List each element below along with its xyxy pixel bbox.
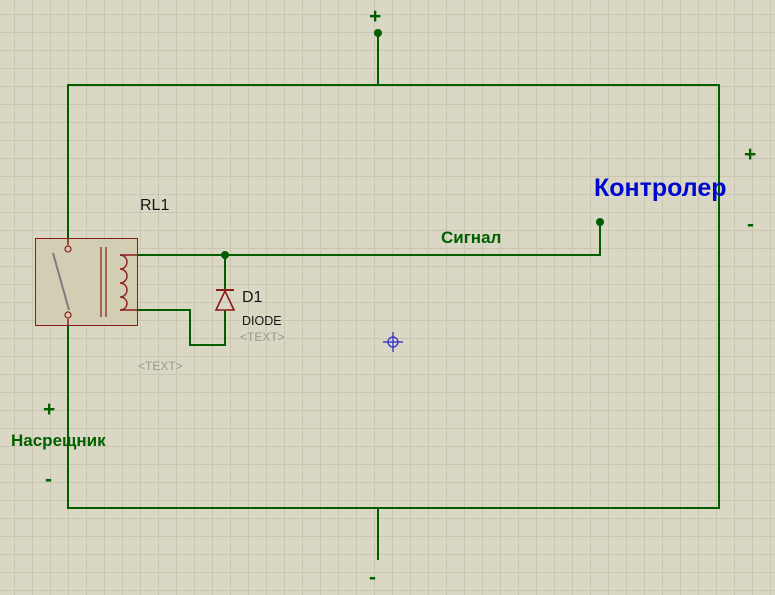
wire-signal-riser[interactable] — [599, 222, 601, 256]
diode-ref-label[interactable]: D1 — [242, 289, 263, 306]
wire-coil-return-v[interactable] — [189, 309, 191, 346]
relay-contact-top — [64, 245, 72, 253]
label-minus-right[interactable]: - — [747, 213, 754, 236]
diode-text-placeholder[interactable]: <TEXT> — [240, 330, 285, 344]
wire-bottom-rail[interactable] — [68, 507, 720, 509]
wire-diode-bottom-h[interactable] — [189, 344, 226, 346]
origin-crosshair-icon — [383, 332, 403, 352]
relay-ref-label[interactable]: RL1 — [140, 197, 170, 214]
diode-component[interactable] — [213, 288, 237, 312]
label-counterpart[interactable]: Насрещник — [11, 431, 106, 450]
wire-left-lower[interactable] — [67, 324, 69, 509]
wire-bottom-power-stub[interactable] — [377, 507, 379, 560]
wire-signal[interactable] — [137, 254, 601, 256]
relay-coil — [119, 254, 128, 311]
wire-right-rail[interactable] — [718, 84, 720, 509]
junction-dot-diode-signal[interactable] — [221, 251, 229, 259]
wire-left-upper[interactable] — [67, 84, 69, 239]
diode-value-label[interactable]: DIODE — [242, 314, 282, 328]
junction-dot-top-terminal[interactable] — [374, 29, 382, 37]
label-plus-left[interactable]: + — [43, 398, 56, 421]
relay-switch-arm — [52, 252, 70, 311]
junction-dot-signal-end[interactable] — [596, 218, 604, 226]
label-plus-right[interactable]: + — [744, 143, 757, 166]
relay-component[interactable] — [35, 238, 138, 326]
diode-triangle — [214, 289, 236, 311]
label-minus-left[interactable]: - — [45, 468, 52, 491]
wire-top-power-stub[interactable] — [377, 33, 379, 85]
relay-text-placeholder[interactable]: <TEXT> — [138, 359, 183, 373]
wire-top-rail[interactable] — [68, 84, 720, 86]
label-controller[interactable]: Контролер — [594, 174, 727, 202]
wire-diode-cathode-lead[interactable] — [224, 254, 226, 290]
wire-coil-return-h[interactable] — [137, 309, 191, 311]
label-signal[interactable]: Сигнал — [441, 228, 502, 247]
label-plus-top[interactable]: + — [369, 5, 382, 28]
label-minus-bottom[interactable]: - — [369, 566, 376, 589]
wire-diode-anode-lead[interactable] — [224, 310, 226, 346]
relay-contact-bottom — [64, 311, 72, 319]
